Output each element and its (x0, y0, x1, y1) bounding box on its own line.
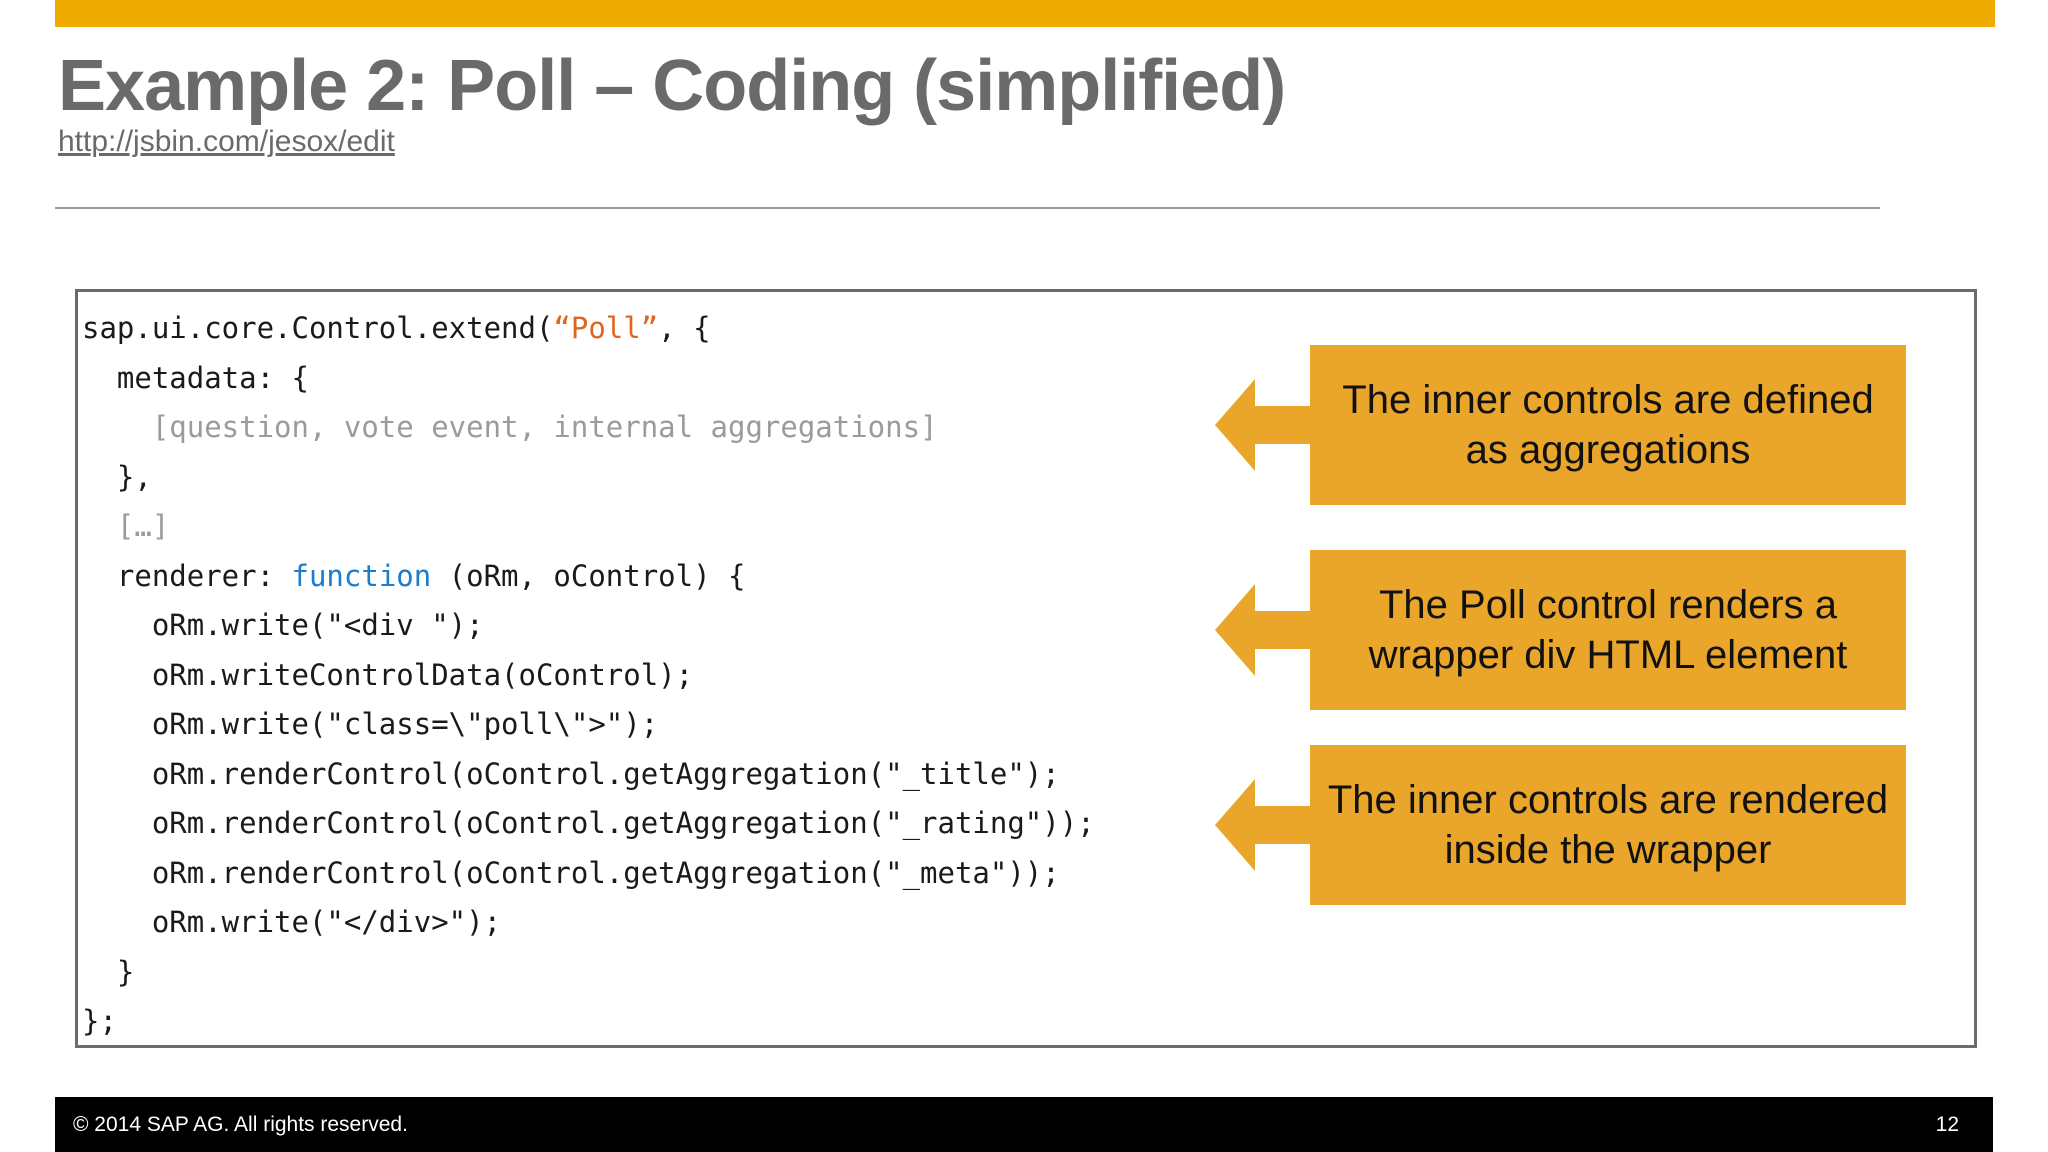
code-line: oRm.write("class=\"poll\">"); (82, 707, 659, 741)
left-arrow-icon (1215, 779, 1311, 871)
jsbin-link[interactable]: http://jsbin.com/jesox/edit (58, 125, 395, 159)
code-line: oRm.renderControl(oControl.getAggregatio… (82, 806, 1095, 840)
callout-text: The inner controls are rendered inside t… (1327, 777, 1889, 872)
callout-text: The inner controls are defined as aggreg… (1342, 377, 1874, 472)
code-line: oRm.renderControl(oControl.getAggregatio… (82, 855, 1060, 890)
code-line: oRm.write("</div>"); (82, 905, 502, 939)
code-line: }; (82, 1004, 117, 1038)
slide-header: Example 2: Poll – Coding (simplified) ht… (58, 46, 1286, 159)
code-line: oRm.write("<div "); (82, 608, 484, 642)
code-line: oRm.renderControl(oControl.getAggregatio… (82, 756, 1060, 791)
code-line: […] (82, 509, 170, 543)
copyright-text: © 2014 SAP AG. All rights reserved. (73, 1112, 408, 1136)
callout-aggregations: The inner controls are defined as aggreg… (1215, 345, 1906, 505)
code-line: sap.ui.core.Control.extend(“Poll”, { (82, 311, 711, 345)
header-divider (55, 207, 1880, 209)
left-arrow-icon (1215, 584, 1311, 676)
left-arrow-icon (1215, 379, 1311, 471)
page-title: Example 2: Poll – Coding (simplified) (58, 46, 1286, 126)
page-number: 12 (1935, 1112, 1959, 1136)
code-line: [question, vote event, internal aggregat… (82, 410, 938, 444)
code-line: oRm.writeControlData(oControl); (82, 657, 694, 692)
code-line: metadata: { (82, 360, 309, 395)
callout-wrapper-div: The Poll control renders a wrapper div H… (1215, 550, 1906, 710)
code-line: }, (82, 459, 152, 494)
code-block: sap.ui.core.Control.extend(“Poll”, { met… (78, 292, 1974, 1047)
code-line: renderer: function (oRm, oControl) { (82, 558, 746, 593)
callout-text: The Poll control renders a wrapper div H… (1368, 582, 1848, 677)
callout-rendered-inside: The inner controls are rendered inside t… (1215, 745, 1906, 905)
top-accent-bar (55, 0, 1995, 27)
code-line: } (82, 954, 135, 989)
footer-bar: © 2014 SAP AG. All rights reserved. 12 (55, 1097, 1993, 1152)
